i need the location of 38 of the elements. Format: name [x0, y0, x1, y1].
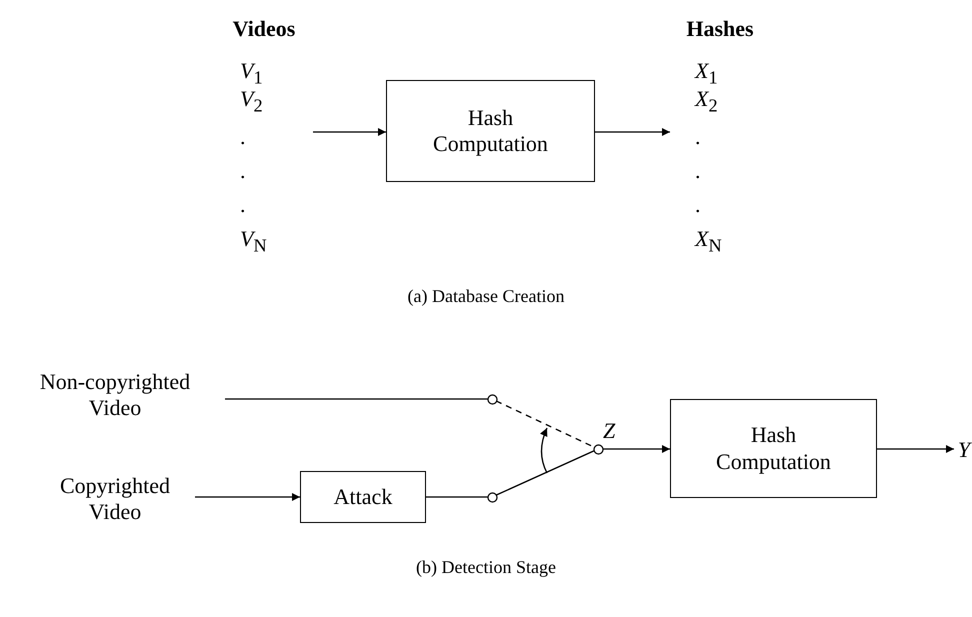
- input-label: Copyrighted Video: [59, 472, 171, 526]
- list-item: .: [240, 126, 246, 148]
- list-item: V$_{1}$: [240, 60, 263, 87]
- connector-line: [426, 496, 488, 498]
- list-item: X$_{N}$: [695, 228, 722, 255]
- list-item: .: [695, 126, 700, 148]
- process-box: [300, 471, 426, 523]
- list-item: .: [695, 194, 700, 216]
- list-item: V$_{2}$: [240, 88, 263, 115]
- column-heading: Videos: [232, 18, 296, 40]
- caption: (b) Detection Stage: [416, 557, 556, 578]
- switch-contact: [592, 444, 604, 454]
- list-item: X$_{2}$: [695, 88, 718, 115]
- list-item: X$_{1}$: [695, 60, 718, 87]
- arrow: [313, 128, 386, 136]
- switch-contact: [486, 394, 498, 404]
- arrow: [877, 445, 954, 453]
- process-box: [386, 80, 595, 182]
- box-label: Hash Computation: [432, 104, 549, 158]
- input-label: Non-copyrighted Video: [38, 368, 192, 422]
- list-item: .: [240, 160, 246, 182]
- list-item: .: [695, 160, 700, 182]
- process-box: [670, 399, 877, 498]
- arrow: [595, 128, 670, 136]
- column-heading: Hashes: [685, 18, 755, 40]
- caption: (a) Database Creation: [408, 286, 564, 307]
- list-item: .: [240, 194, 246, 216]
- box-label: Attack: [334, 484, 392, 510]
- connector-line: [225, 398, 488, 400]
- list-item: V$_{N}$: [240, 228, 267, 255]
- connector-line: [496, 400, 594, 448]
- connector-line: [496, 450, 594, 496]
- switch-contact: [486, 492, 498, 502]
- switch-output-label: Z: [603, 420, 616, 442]
- box-label: Hash Computation: [715, 422, 832, 475]
- arrow: [195, 493, 300, 501]
- input-label: Y: [958, 436, 970, 464]
- arrow: [602, 445, 670, 453]
